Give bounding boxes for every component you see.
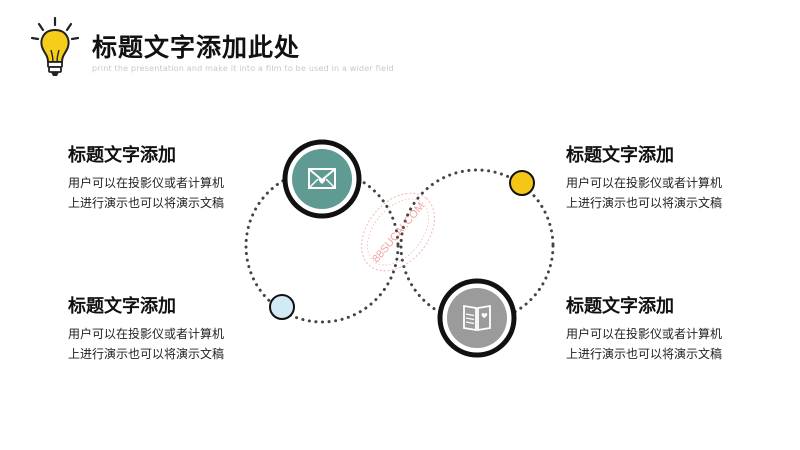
- text-block-top-right: 标题文字添加 用户可以在投影仪或者计算机 上进行演示也可以将演示文稿: [566, 141, 766, 213]
- watermark-text: 88SUCAI.COM: [370, 200, 427, 265]
- text-block-bottom-left: 标题文字添加 用户可以在投影仪或者计算机 上进行演示也可以将演示文稿: [68, 292, 268, 364]
- envelope-heart-icon: [308, 168, 336, 189]
- yellow-dot: [509, 170, 535, 196]
- block-body: 用户可以在投影仪或者计算机 上进行演示也可以将演示文稿: [566, 173, 766, 213]
- lightbulb-icon: [30, 16, 80, 76]
- open-book-icon: [463, 304, 491, 332]
- block-line: 上进行演示也可以将演示文稿: [68, 196, 225, 210]
- block-title: 标题文字添加: [566, 145, 674, 166]
- block-line: 用户可以在投影仪或者计算机: [68, 176, 225, 190]
- block-line: 上进行演示也可以将演示文稿: [68, 347, 225, 361]
- block-line: 用户可以在投影仪或者计算机: [566, 176, 723, 190]
- page-subtitle: print the presentation and make it into …: [92, 64, 394, 73]
- block-body: 用户可以在投影仪或者计算机 上进行演示也可以将演示文稿: [68, 173, 268, 213]
- block-title: 标题文字添加: [566, 296, 674, 317]
- block-line: 上进行演示也可以将演示文稿: [566, 347, 723, 361]
- block-body: 用户可以在投影仪或者计算机 上进行演示也可以将演示文稿: [68, 324, 268, 364]
- page-title: 标题文字添加此处: [92, 33, 301, 62]
- block-line: 上进行演示也可以将演示文稿: [566, 196, 723, 210]
- block-line: 用户可以在投影仪或者计算机: [68, 327, 225, 341]
- top-node: [282, 139, 362, 219]
- block-title: 标题文字添加: [68, 296, 176, 317]
- watermark-stamp: 88SUCAI.COM: [361, 192, 435, 272]
- light-blue-dot: [269, 294, 295, 320]
- text-block-bottom-right: 标题文字添加 用户可以在投影仪或者计算机 上进行演示也可以将演示文稿: [566, 292, 766, 364]
- block-title: 标题文字添加: [68, 145, 176, 166]
- text-block-top-left: 标题文字添加 用户可以在投影仪或者计算机 上进行演示也可以将演示文稿: [68, 141, 268, 213]
- bottom-node: [437, 278, 517, 358]
- block-body: 用户可以在投影仪或者计算机 上进行演示也可以将演示文稿: [566, 324, 766, 364]
- block-line: 用户可以在投影仪或者计算机: [566, 327, 723, 341]
